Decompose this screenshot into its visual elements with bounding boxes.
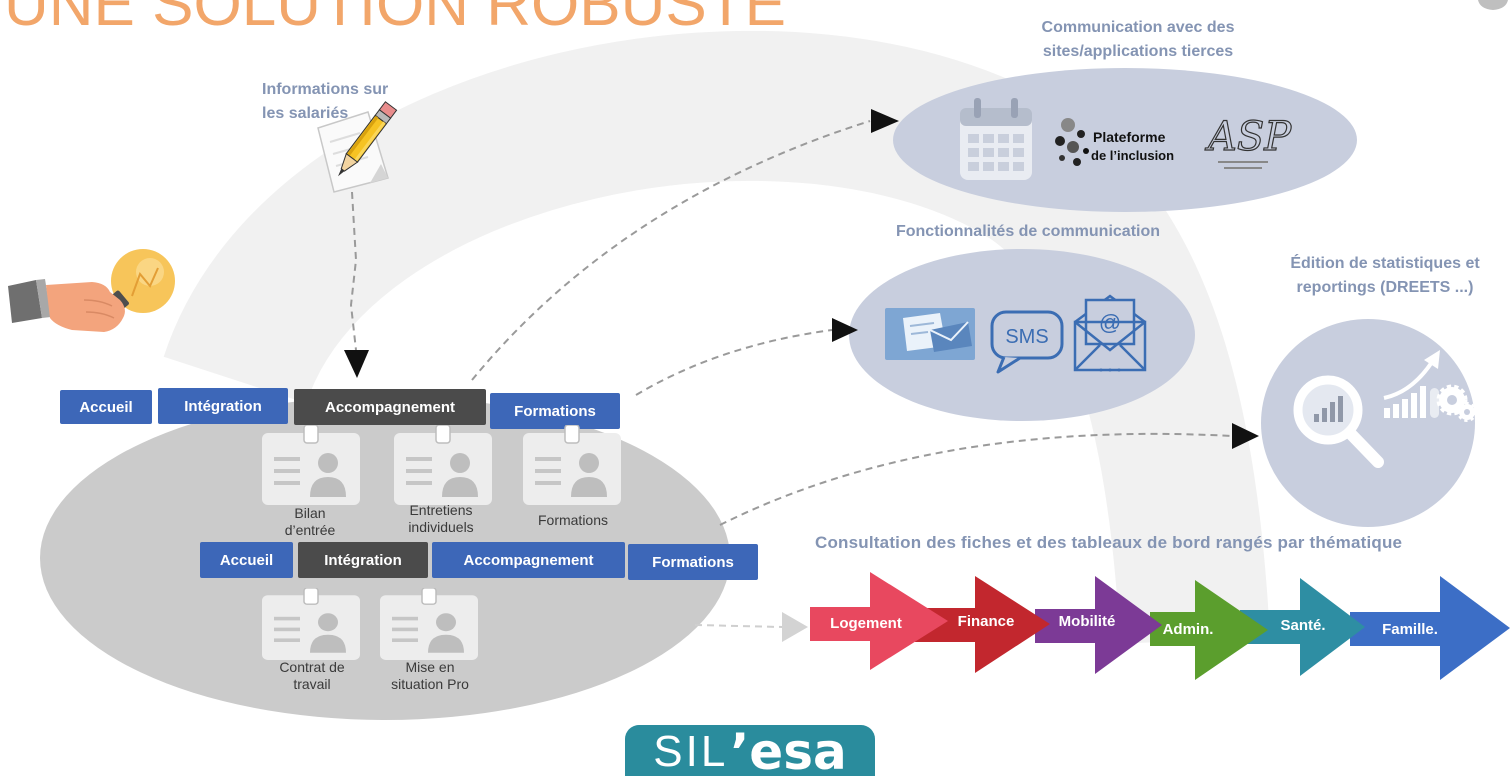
at-envelope-icon: @: [1073, 294, 1147, 372]
row2-tab-accompagnement[interactable]: Accompagnement: [432, 542, 625, 578]
card-label-bilan: Bilan d’entrée: [245, 505, 375, 539]
id-badge-icon: [394, 425, 492, 505]
card-label-contrat: Contrat de travail: [247, 659, 377, 693]
sms-bubble-icon: SMS: [990, 310, 1064, 374]
page-title: UNE SOLUTION ROBUSTE: [4, 0, 786, 39]
row2-tab-integration[interactable]: Intégration: [298, 542, 428, 578]
asp-logo: ASP: [1203, 113, 1293, 169]
inclusion-logo: Plateforme de l’inclusion: [1055, 118, 1174, 166]
dashed-connectors: [349, 120, 1233, 628]
asp-tagline: [1218, 161, 1268, 163]
pencil-paper-icon: [317, 101, 398, 193]
connector-employee-info: [349, 191, 358, 351]
arrowhead-statistics: [1232, 423, 1259, 449]
row1-tab-accompagnement[interactable]: Accompagnement: [294, 389, 486, 425]
arrow-finance: [915, 576, 1050, 673]
connector-third-party: [471, 120, 871, 381]
card-label-line: situation Pro: [391, 676, 469, 692]
card-label-line: d’entrée: [284, 522, 336, 538]
statistics-circle: [1261, 319, 1475, 527]
connector-consultation: [694, 624, 783, 628]
card-label-mise-en-situation: Mise en situation Pro: [365, 659, 495, 693]
arrow-label-famille: Famille.: [1382, 621, 1438, 638]
employee-info-line1: Informations sur: [262, 81, 389, 98]
at-symbol: @: [1099, 310, 1121, 335]
arrow-sante: [1240, 578, 1365, 676]
third-party-heading-line2: sites/applications tierces: [1042, 43, 1234, 60]
id-badge-icon: [262, 425, 360, 505]
card-label-line: Bilan: [294, 505, 326, 521]
card-label-line: Mise en: [405, 659, 455, 675]
card-label-line: individuels: [408, 519, 474, 535]
arrow-famille: [1350, 576, 1510, 680]
hand-lightbulb-icon: [8, 249, 175, 332]
arrow-label-finance: Finance: [958, 613, 1015, 630]
employee-info-line2: les salariés: [262, 105, 349, 122]
row1-tab-integration[interactable]: Intégration: [158, 388, 288, 424]
id-badge-icon: [523, 425, 621, 505]
growth-chart-icon: [1383, 350, 1440, 418]
statistics-heading-line1: Édition de statistiques et: [1290, 255, 1480, 272]
calendar-icon: [960, 98, 1032, 180]
employee-info-label: Informations sur les salariés: [262, 78, 388, 126]
consultation-arrows: Logement Finance Mobilité Admin. Santé. …: [810, 572, 1510, 680]
sms-label: SMS: [1005, 326, 1048, 348]
row2-tab-formations[interactable]: Formations: [628, 544, 758, 580]
third-party-heading-line1: Communication avec des: [1041, 19, 1235, 36]
statistics-heading-line2: reportings (DREETS ...): [1296, 279, 1474, 296]
email-screen-icon: [885, 308, 975, 360]
arrow-admin: [1150, 580, 1268, 680]
row2-tab-accueil[interactable]: Accueil: [200, 542, 293, 578]
inclusion-logo-line1: Plateforme: [1093, 129, 1166, 145]
consultation-heading-text: Consultation des fiches et des tableaux …: [815, 533, 1403, 552]
connector-statistics: [719, 432, 1233, 526]
arrow-label-admin: Admin.: [1163, 621, 1214, 638]
arrow-label-sante: Santé.: [1280, 617, 1325, 634]
card-label-line: Contrat de: [279, 659, 345, 675]
arrow-label-logement: Logement: [830, 615, 902, 632]
communication-heading-text: Fonctionnalités de communication: [895, 223, 1161, 240]
communication-heading: Fonctionnalités de communication: [850, 220, 1206, 244]
id-badge-icon: [380, 588, 478, 660]
asp-logo-text: ASP: [1204, 114, 1292, 160]
id-badge-icon: [262, 588, 360, 660]
arrowhead-employee-info: [344, 350, 369, 378]
card-label-line: travail: [293, 676, 331, 692]
communication-ellipse: [849, 249, 1195, 421]
arrowhead-consultation: [782, 612, 808, 642]
statistics-heading: Édition de statistiques et reportings (D…: [1260, 252, 1510, 300]
silesa-logo: SIL ’esa: [625, 725, 875, 776]
consultation-heading: Consultation des fiches et des tableaux …: [815, 531, 1402, 555]
connector-communication: [635, 329, 833, 396]
logo-part1: SIL: [653, 726, 729, 776]
card-label-line: Formations: [537, 512, 609, 528]
gears-icon: [1430, 384, 1477, 422]
row1-tab-accueil[interactable]: Accueil: [60, 390, 152, 424]
card-label-entretiens: Entretiens individuels: [376, 502, 506, 536]
corner-logo-fragment: [1478, 0, 1508, 10]
arrow-mobilite: [1035, 576, 1162, 674]
third-party-heading: Communication avec des sites/application…: [988, 16, 1288, 64]
arrow-logement: [810, 572, 948, 670]
inclusion-logo-line2: de l’inclusion: [1091, 148, 1174, 163]
magnifier-chart-icon: [1293, 375, 1384, 468]
arrowhead-third-party: [871, 109, 899, 133]
arrow-label-mobilite: Mobilité: [1059, 613, 1116, 630]
card-label-line: Entretiens: [409, 502, 473, 518]
row1-tab-formations[interactable]: Formations: [490, 393, 620, 429]
card-label-formations: Formations: [508, 512, 638, 529]
logo-part2: ’esa: [730, 722, 847, 776]
arrowhead-communication: [832, 318, 858, 342]
